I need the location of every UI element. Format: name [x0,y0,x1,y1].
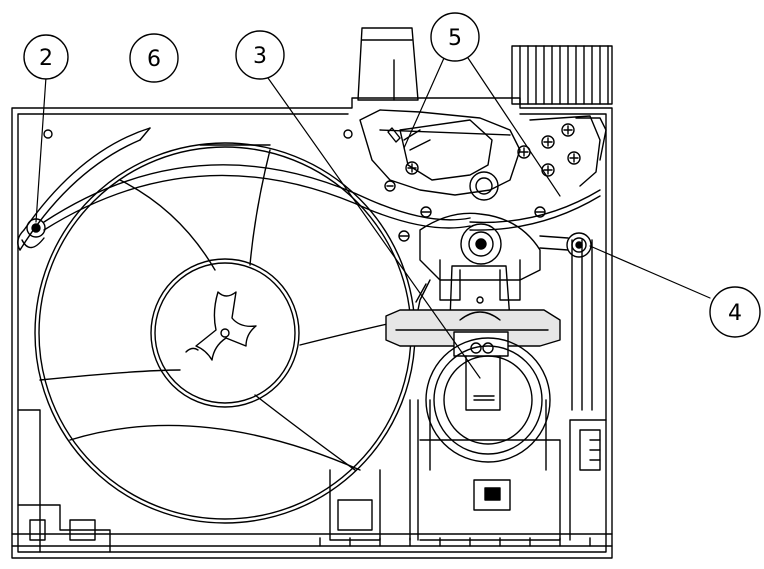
callout-6-label: 6 [147,47,161,72]
callout-3-label: 3 [253,44,267,69]
callout-5-label: 5 [448,26,462,51]
leader-3 [267,77,481,379]
lower-roller [425,337,551,471]
head-assembly [359,109,607,242]
reel-hub [150,258,300,408]
callout-3: 3 [235,30,285,80]
ridged-wheel [511,45,613,105]
callout-2: 2 [23,34,69,80]
callout-4: 4 [709,286,761,338]
pinch-roller [539,232,592,258]
chassis-frame [11,97,613,559]
top-knob [357,27,419,101]
callout-5: 5 [430,12,480,62]
tape-reel [34,142,416,524]
callout-6: 6 [129,33,179,83]
clamp-bar [385,309,561,357]
tape-path [43,164,601,231]
reel-spoke [195,291,257,361]
leader-4 [589,245,711,299]
capstan-drive [415,212,541,321]
leader-lines [35,57,711,379]
bottom-rail-ticks [319,537,591,547]
callout-4-label: 4 [728,301,742,326]
leader-2 [35,76,47,223]
leader-5b [467,57,561,197]
leader-5a [403,57,445,149]
callout-2-label: 2 [39,46,53,71]
